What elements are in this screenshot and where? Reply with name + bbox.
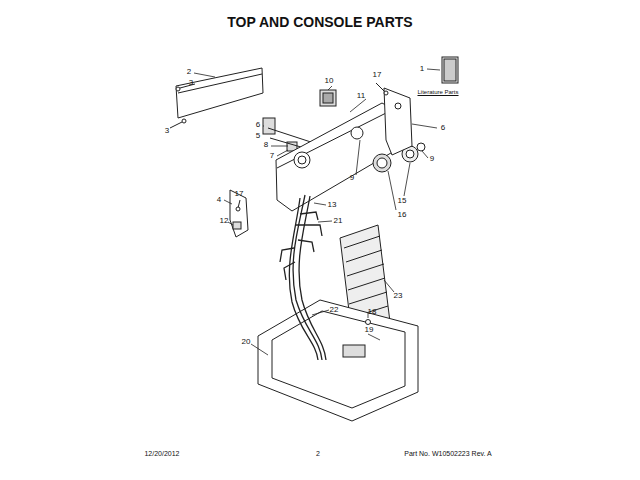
- callout-number: 11: [357, 92, 365, 100]
- callout-number: 2: [187, 68, 191, 76]
- footer-text: Part No. W10502223 Rev. A: [404, 450, 491, 457]
- callout-number: 17: [235, 190, 244, 198]
- page-title: TOP AND CONSOLE PARTS: [227, 15, 412, 29]
- footer-text: 2: [316, 450, 320, 457]
- callout-number: 10: [325, 77, 334, 85]
- callout-number: 1: [420, 65, 424, 73]
- footer-text: 12/20/2012: [144, 450, 179, 457]
- callout-number: 16: [398, 211, 407, 219]
- callout-number: 22: [330, 306, 339, 314]
- callout-number: 18: [368, 308, 377, 316]
- callout-number: 21: [334, 217, 343, 225]
- callout-number: 12: [220, 217, 229, 225]
- part-note: Literature Parts: [417, 89, 458, 95]
- callout-number: 3: [165, 127, 169, 135]
- callout-number: 6: [256, 121, 260, 129]
- callout-number: 17: [373, 71, 382, 79]
- callout-number: 13: [328, 201, 337, 209]
- callout-number: 6: [441, 124, 445, 132]
- callout-number: 9: [350, 174, 354, 182]
- callout-number: 15: [398, 197, 407, 205]
- callout-number: 9: [430, 155, 434, 163]
- callout-number: 19: [365, 326, 374, 334]
- callout-number: 7: [270, 152, 274, 160]
- callout-number: 5: [256, 132, 260, 140]
- callout-number: 3: [189, 79, 193, 87]
- callout-number: 8: [264, 141, 268, 149]
- callout-number: 23: [394, 292, 403, 300]
- callout-number: 4: [217, 196, 221, 204]
- callout-number: 20: [242, 338, 251, 346]
